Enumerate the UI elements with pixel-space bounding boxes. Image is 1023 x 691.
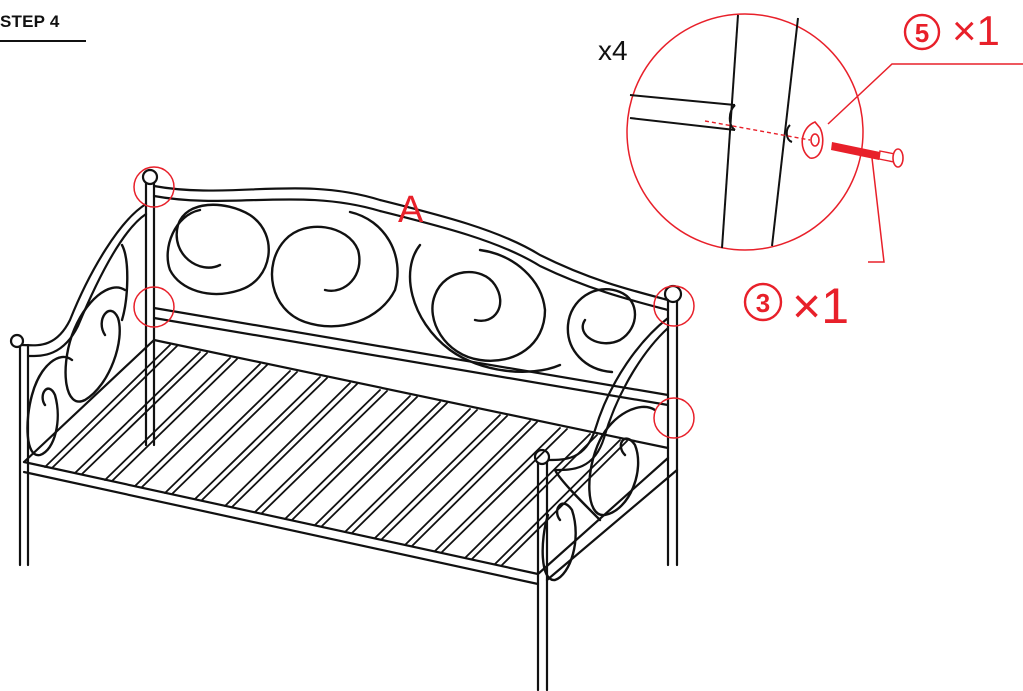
daybed-illustration bbox=[9, 168, 683, 691]
part-label-a: A bbox=[398, 189, 424, 231]
bolt-detail bbox=[831, 142, 904, 168]
detail-callout bbox=[626, 13, 1023, 263]
backrest-scrolls bbox=[166, 203, 637, 374]
attachment-point-markers bbox=[133, 166, 695, 439]
detail-multiplier-label: x4 bbox=[598, 35, 628, 66]
back-left-post bbox=[141, 168, 159, 447]
washer-detail bbox=[801, 121, 824, 159]
attachment-marker-top-right bbox=[653, 285, 695, 327]
left-armrest bbox=[9, 202, 148, 567]
deck-slats bbox=[44, 344, 628, 566]
part-5-count: ×1 bbox=[952, 7, 1000, 54]
callout-leader-lines bbox=[827, 63, 1023, 263]
part-3-count: ×1 bbox=[792, 278, 849, 334]
part-5-quantity: 5 ×1 bbox=[903, 7, 1000, 54]
back-right-post bbox=[663, 284, 683, 567]
step-title-underline bbox=[0, 40, 86, 42]
part-5-number: 5 bbox=[915, 18, 929, 48]
part-3-number: 3 bbox=[756, 288, 770, 318]
part-3-quantity: 3 ×1 bbox=[743, 278, 849, 334]
backrest-lower-rail bbox=[152, 306, 670, 407]
attachment-marker-mid-left bbox=[133, 286, 175, 328]
attachment-marker-top-left bbox=[133, 166, 175, 208]
step-title: STEP 4 bbox=[0, 12, 60, 31]
attachment-marker-mid-right bbox=[653, 397, 695, 439]
deck-frame bbox=[22, 338, 679, 586]
